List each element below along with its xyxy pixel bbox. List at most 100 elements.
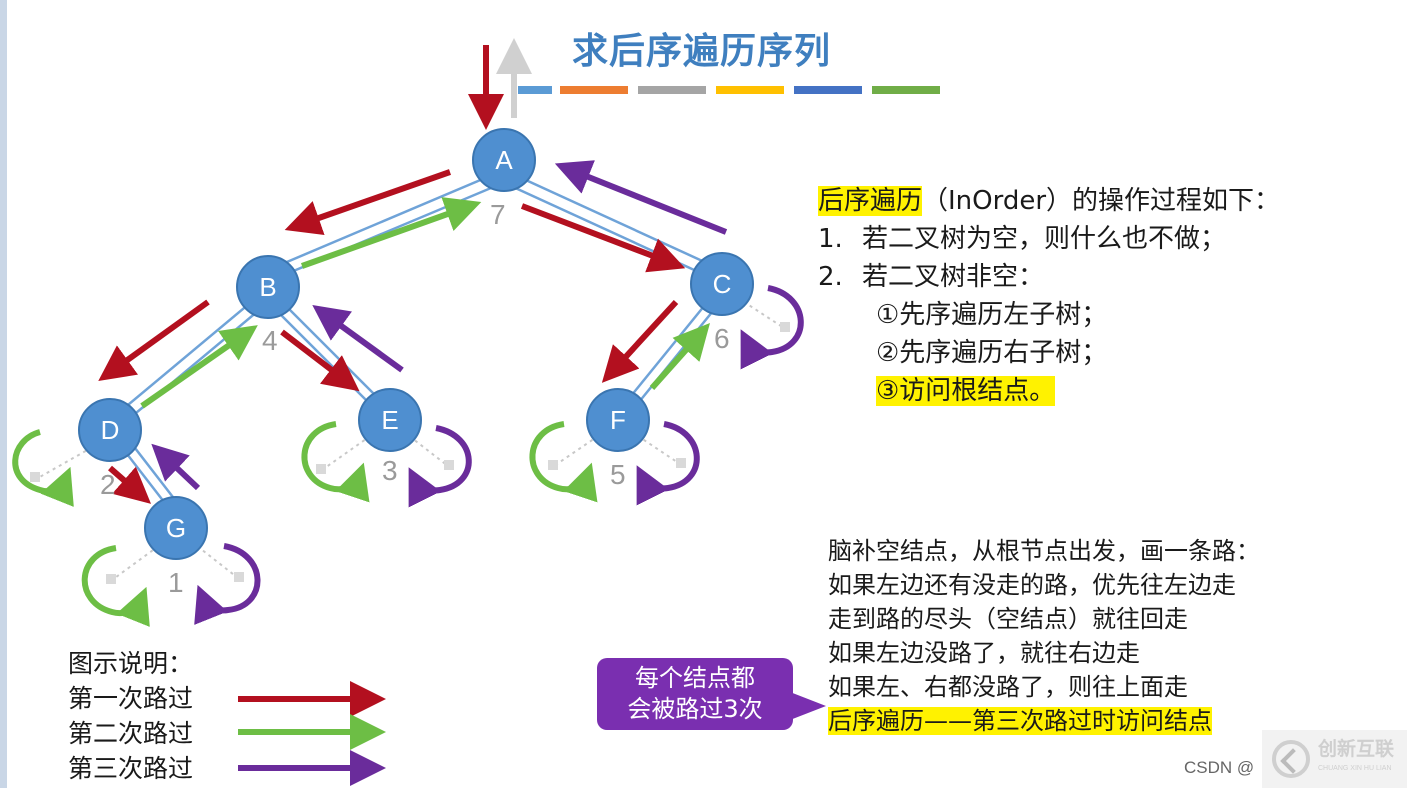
third-pass-loop: [636, 421, 700, 506]
first-pass-arrow: [284, 169, 451, 236]
second-pass-arrow: [140, 325, 258, 409]
node-f: F5: [586, 388, 650, 490]
node-circle: [78, 398, 142, 462]
description-line: 脑补空结点，从根节点出发，画一条路：: [828, 537, 1260, 565]
edge-a-c: [503, 168, 723, 272]
visit-order-number: 4: [262, 325, 278, 356]
node-label: A: [495, 145, 513, 175]
node-label: D: [101, 415, 120, 445]
description-line: 如果左、右都没路了，则往上面走: [828, 673, 1188, 701]
title-color-segment: [560, 86, 628, 94]
legend-label: 第三次路过: [68, 754, 194, 783]
operation-step-2: 2. 若二叉树非空：: [818, 258, 1280, 296]
callout-line: 每个结点都: [635, 664, 755, 692]
description-line: 如果左边还有没走的路，优先往左边走: [828, 571, 1236, 599]
null-marker: [106, 574, 116, 584]
description-line: 如果左边没路了，就往右边走: [828, 639, 1140, 667]
third-pass-arrow: [151, 443, 201, 491]
step-text: 若二叉树为空，则什么也不做；: [862, 224, 1227, 254]
logo-subtitle: CHUANG XIN HU LIAN: [1318, 765, 1392, 772]
page-title: 求后序遍历序列: [572, 31, 832, 72]
callout-line: 会被路过3次: [627, 695, 763, 723]
edge-a-b: [267, 168, 505, 272]
legend-item-second: 第二次路过: [68, 716, 193, 751]
title-color-segment: [518, 86, 552, 94]
description-line-highlight: 后序遍历——第三次路过时访问结点: [828, 704, 1260, 738]
visit-order-number: 6: [714, 323, 730, 354]
visit-order-number: 5: [610, 459, 626, 490]
node-circle: [236, 255, 300, 319]
description-line: 走到路的尽头（空结点）就往回走: [828, 605, 1188, 633]
legend-label: 第二次路过: [68, 719, 194, 748]
step-number: 2.: [818, 262, 843, 292]
first-pass-arrow: [520, 203, 686, 273]
csdn-watermark: CSDN @: [1184, 758, 1255, 777]
operations-title: 后序遍历（InOrder）的操作过程如下：: [818, 182, 1280, 220]
node-d: D2: [78, 398, 142, 500]
third-pass-loop: [194, 543, 261, 625]
third-pass-loop: [740, 285, 804, 370]
second-pass-arrow: [649, 323, 710, 390]
title-color-segment: [716, 86, 784, 94]
node-a: A7: [472, 128, 536, 230]
step-text: 若二叉树非空：: [862, 262, 1045, 292]
null-marker: [234, 572, 244, 582]
description-panel: 脑补空结点，从根节点出发，画一条路： 如果左边还有没走的路，优先往左边走 走到路…: [828, 534, 1260, 738]
second-pass-arrows: [12, 197, 710, 627]
edge-a-c-2: [497, 178, 717, 282]
operation-substep-3: ③访问根结点。: [818, 372, 1280, 410]
node-e: E3: [358, 388, 422, 486]
first-pass-arrow: [280, 329, 360, 392]
edge-b-d-2: [117, 295, 277, 429]
second-pass-arrow: [300, 197, 482, 269]
third-pass-loop: [408, 425, 472, 508]
third-pass-arrow: [554, 160, 728, 235]
legend-label: 第一次路过: [68, 684, 194, 713]
edge-b-d: [109, 287, 269, 421]
null-link: [553, 431, 605, 467]
operation-substep-2: ②先序遍历右子树；: [876, 338, 1108, 368]
legend-item-third: 第三次路过: [68, 751, 193, 786]
second-pass-loop: [301, 421, 370, 503]
node-b: B4: [236, 255, 300, 356]
third-pass-arrow: [312, 304, 404, 373]
operation-step-1: 1.若二叉树为空，则什么也不做；: [818, 220, 1280, 258]
third-visit-highlight: 后序遍历——第三次路过时访问结点: [828, 707, 1212, 735]
logo-name: 创新互联: [1318, 738, 1395, 760]
node-circle: [358, 388, 422, 452]
null-marker: [676, 458, 686, 468]
legend-arrows: [238, 681, 386, 786]
callout-bubble: 每个结点都 会被路过3次: [597, 658, 793, 730]
node-label: C: [713, 269, 732, 299]
visit-order-number: 2: [100, 469, 116, 500]
visit-order-number: 1: [168, 567, 184, 598]
first-pass-arrow: [108, 465, 152, 504]
node-label: B: [259, 272, 276, 302]
second-pass-loop: [81, 545, 150, 627]
node-circle: [472, 128, 536, 192]
legend: 图示说明： 第一次路过 第二次路过 第三次路过: [68, 646, 193, 786]
third-pass-arrows: [151, 160, 804, 625]
left-edge-strip: [0, 0, 7, 788]
node-label: E: [381, 405, 398, 435]
second-pass-loop: [529, 421, 598, 503]
visit-order-number: 7: [490, 199, 506, 230]
visit-order-number: 3: [382, 455, 398, 486]
callout-tail: [790, 692, 826, 720]
title-color-segment: [794, 86, 862, 94]
node-circle: [144, 496, 208, 560]
null-marker: [548, 460, 558, 470]
node-label: F: [610, 405, 626, 435]
title-color-segment: [872, 86, 940, 94]
node-g: G1: [144, 496, 208, 598]
node-c: C6: [690, 252, 754, 354]
logo-text: 创新互联 CHUANG XIN HU LIAN: [1318, 739, 1394, 779]
first-pass-arrow: [98, 299, 210, 382]
operation-substep-1: ①先序遍历左子树；: [876, 300, 1108, 330]
logo-icon: [1272, 740, 1310, 778]
title-color-segment: [638, 86, 706, 94]
second-pass-loop: [12, 429, 74, 507]
null-markers: [30, 322, 790, 584]
legend-item-first: 第一次路过: [68, 681, 193, 716]
